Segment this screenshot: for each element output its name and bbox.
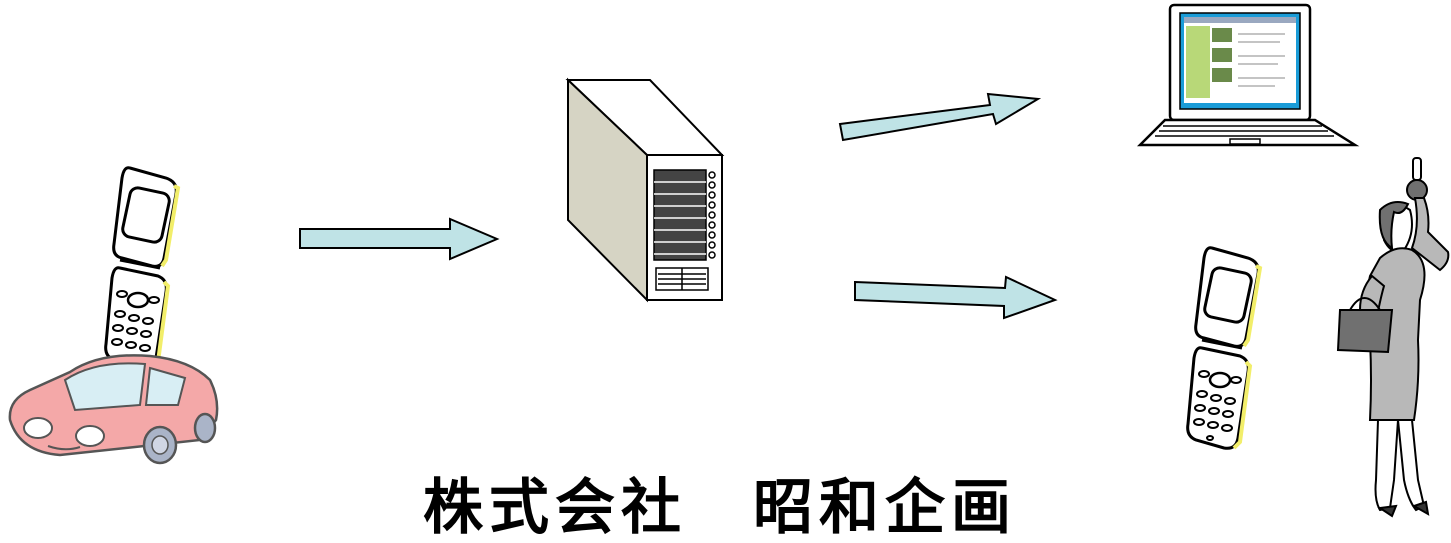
company-name: 株式会社 昭和企画 [423, 473, 1017, 543]
laptop-icon [1136, 3, 1360, 147]
flow-diagram [8, 3, 1450, 518]
arrow-server-to-phone [854, 275, 1058, 320]
source-phone-icon [103, 165, 180, 371]
arrow-server-to-laptop [838, 92, 1042, 142]
businesswoman-icon [1336, 157, 1450, 518]
car-icon [8, 354, 219, 465]
server-tower-icon [565, 77, 725, 303]
receiver-phone-icon [1185, 245, 1262, 451]
arrow-phone-to-server [299, 217, 500, 261]
